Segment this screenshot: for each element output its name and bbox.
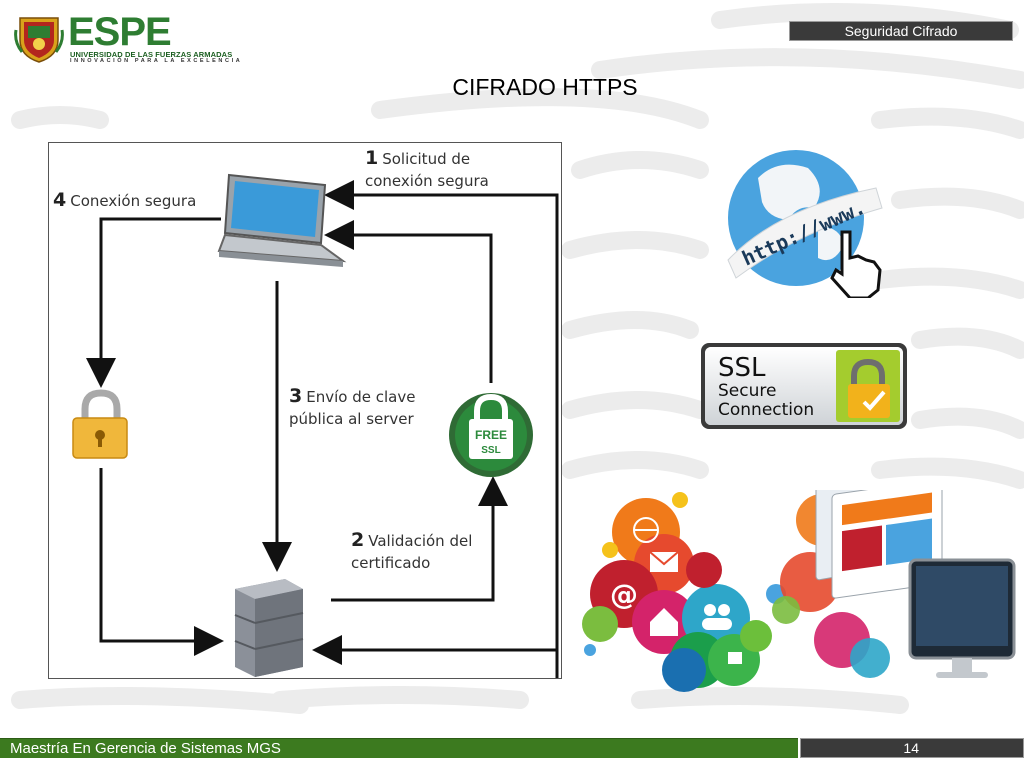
badge-ssl-text: SSL bbox=[481, 445, 500, 456]
free-ssl-badge-icon: FREE SSL bbox=[449, 393, 533, 477]
step-4-number: 4 bbox=[53, 189, 67, 211]
step-3-text-line1: Envío de clave bbox=[306, 388, 416, 406]
diagram-graphics: FREE SSL bbox=[72, 173, 559, 678]
step-1-text-line2: conexión segura bbox=[365, 172, 489, 190]
page-number: 14 bbox=[903, 740, 919, 756]
arrow-validation bbox=[331, 476, 508, 602]
users-icon bbox=[702, 604, 732, 630]
background-watermark bbox=[11, 3, 1024, 714]
arrow-request bbox=[324, 180, 559, 678]
espe-logo: ESPE UNIVERSIDAD DE LAS FUERZAS ARMADAS … bbox=[14, 10, 240, 64]
footer-page-bar: 14 bbox=[800, 738, 1024, 758]
globe-small-icon bbox=[633, 517, 659, 543]
ssl-secure-connection-badge: SSL Secure Connection bbox=[701, 343, 907, 429]
step-3-number: 3 bbox=[289, 385, 303, 407]
step-1-text-line1: Solicitud de bbox=[382, 150, 471, 168]
ssl-badge-line2: Secure bbox=[718, 381, 776, 401]
step-2-text-line1: Validación del bbox=[368, 532, 473, 550]
section-tag: Seguridad Cifrado bbox=[789, 21, 1013, 41]
arrow-secure-conn bbox=[86, 217, 221, 388]
ssl-badge-title: SSL bbox=[718, 353, 766, 383]
footer-program-text: Maestría En Gerencia de Sistemas MGS bbox=[10, 740, 281, 757]
email-icon bbox=[649, 551, 679, 572]
home-icon bbox=[650, 608, 678, 636]
server-icon bbox=[234, 579, 304, 677]
at-sign-icon: @ bbox=[610, 578, 638, 611]
logo-university-name: UNIVERSIDAD DE LAS FUERZAS ARMADAS bbox=[70, 50, 233, 59]
web-services-illustration: @ bbox=[582, 490, 1016, 692]
arrow-lock-to-server bbox=[99, 468, 224, 656]
ssl-badge-line3: Connection bbox=[718, 400, 814, 420]
university-crest-icon bbox=[14, 17, 64, 63]
laptop-icon bbox=[217, 173, 347, 267]
globe-http-icon: http://www. bbox=[727, 150, 883, 298]
badge-free-text: FREE bbox=[475, 428, 507, 442]
step-3-text-line2: pública al server bbox=[289, 410, 414, 428]
logo-motto: INNOVACIÓN PARA LA EXCELENCIA bbox=[70, 58, 243, 64]
step-1-number: 1 bbox=[365, 147, 379, 169]
arrow-ssl-to-laptop bbox=[324, 220, 493, 383]
step-4-text-line1: Conexión segura bbox=[70, 192, 197, 210]
step-2-number: 2 bbox=[351, 529, 365, 551]
monitor-stack-icon bbox=[815, 490, 1016, 678]
padlock-icon bbox=[72, 389, 128, 459]
hand-cursor-icon bbox=[830, 230, 882, 298]
slide-title: CIFRADO HTTPS bbox=[452, 74, 638, 100]
logo-wordmark: ESPE bbox=[68, 10, 172, 54]
footer-program-bar: Maestría En Gerencia de Sistemas MGS bbox=[0, 738, 798, 758]
step-2-text-line2: certificado bbox=[351, 554, 431, 572]
lock-small-icon bbox=[728, 652, 742, 664]
